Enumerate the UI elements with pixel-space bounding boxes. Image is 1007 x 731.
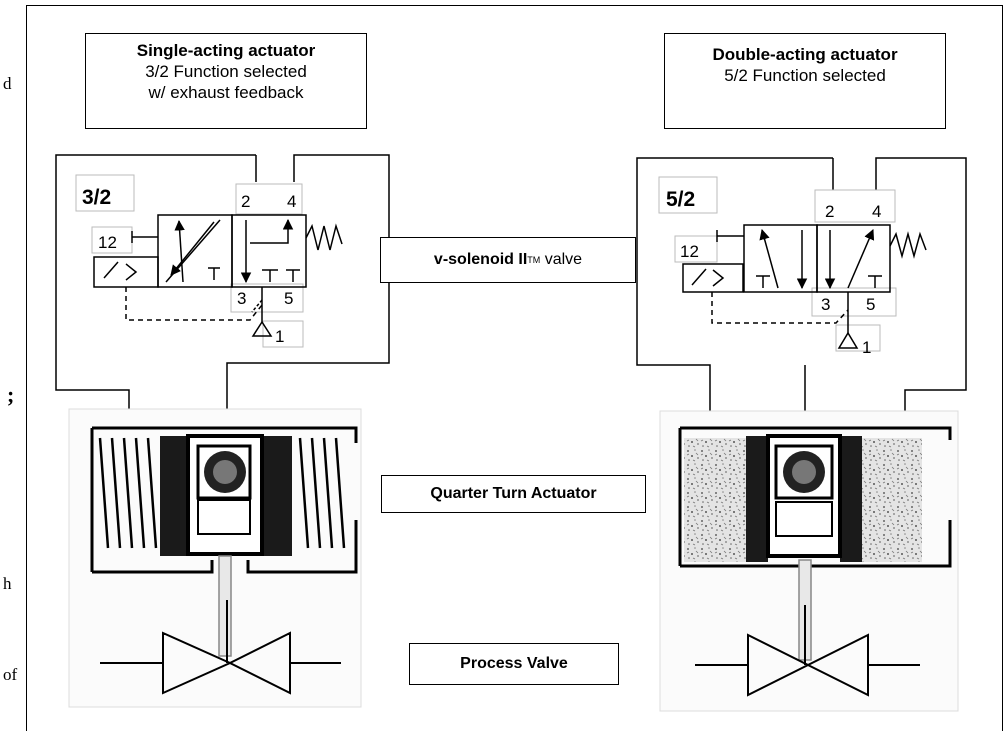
right-port-1: 1	[862, 338, 871, 357]
double-acting-line1: 5/2 Function selected	[724, 66, 886, 85]
left-port-2: 2	[241, 192, 250, 211]
solenoid-label-suffix: valve	[540, 251, 583, 268]
left-port-12: 12	[98, 233, 117, 252]
process-valve-label: Process Valve	[409, 643, 619, 685]
single-acting-line2: w/ exhaust feedback	[148, 83, 304, 102]
right-port-4: 4	[872, 202, 881, 221]
right-quarter-turn-actuator	[659, 410, 959, 712]
margin-fragment: h	[3, 574, 12, 593]
right-solenoid-valve	[636, 157, 967, 420]
left-quarter-turn-actuator	[68, 408, 362, 708]
process-valve-text: Process Valve	[460, 655, 568, 672]
margin-fragment: ;	[7, 382, 15, 407]
left-port-1: 1	[275, 327, 284, 346]
single-acting-title: Single-acting actuator	[136, 41, 316, 60]
right-valve-port-labels: 5/2 2 4 12 3 5 1	[666, 188, 881, 357]
left-port-3: 3	[237, 289, 246, 308]
double-acting-title: Double-acting actuator	[712, 45, 898, 64]
margin-fragment: d	[3, 74, 12, 93]
left-valve-port-labels: 3/2 2 4 12 3 5 1	[82, 186, 296, 346]
right-port-12: 12	[680, 242, 699, 261]
left-port-5: 5	[284, 289, 293, 308]
single-acting-actuator-box: Single-acting actuator 3/2 Function sele…	[85, 33, 367, 129]
single-acting-line1: 3/2 Function selected	[145, 62, 307, 81]
quarter-turn-actuator-label: Quarter Turn Actuator	[381, 475, 646, 513]
right-port-2: 2	[825, 202, 834, 221]
figure-frame	[26, 5, 1003, 731]
right-port-3: 3	[821, 295, 830, 314]
double-acting-actuator-box: Double-acting actuator 5/2 Function sele…	[664, 33, 946, 129]
left-valve-function-label: 3/2	[82, 186, 111, 209]
left-port-4: 4	[287, 192, 296, 211]
right-valve-function-label: 5/2	[666, 188, 695, 211]
solenoid-label-prefix: v-solenoid II	[433, 251, 528, 268]
right-port-5: 5	[866, 295, 875, 314]
margin-fragment: of	[3, 665, 18, 684]
quarter-turn-actuator-text: Quarter Turn Actuator	[430, 485, 597, 502]
trademark-mark: TM	[527, 255, 541, 265]
